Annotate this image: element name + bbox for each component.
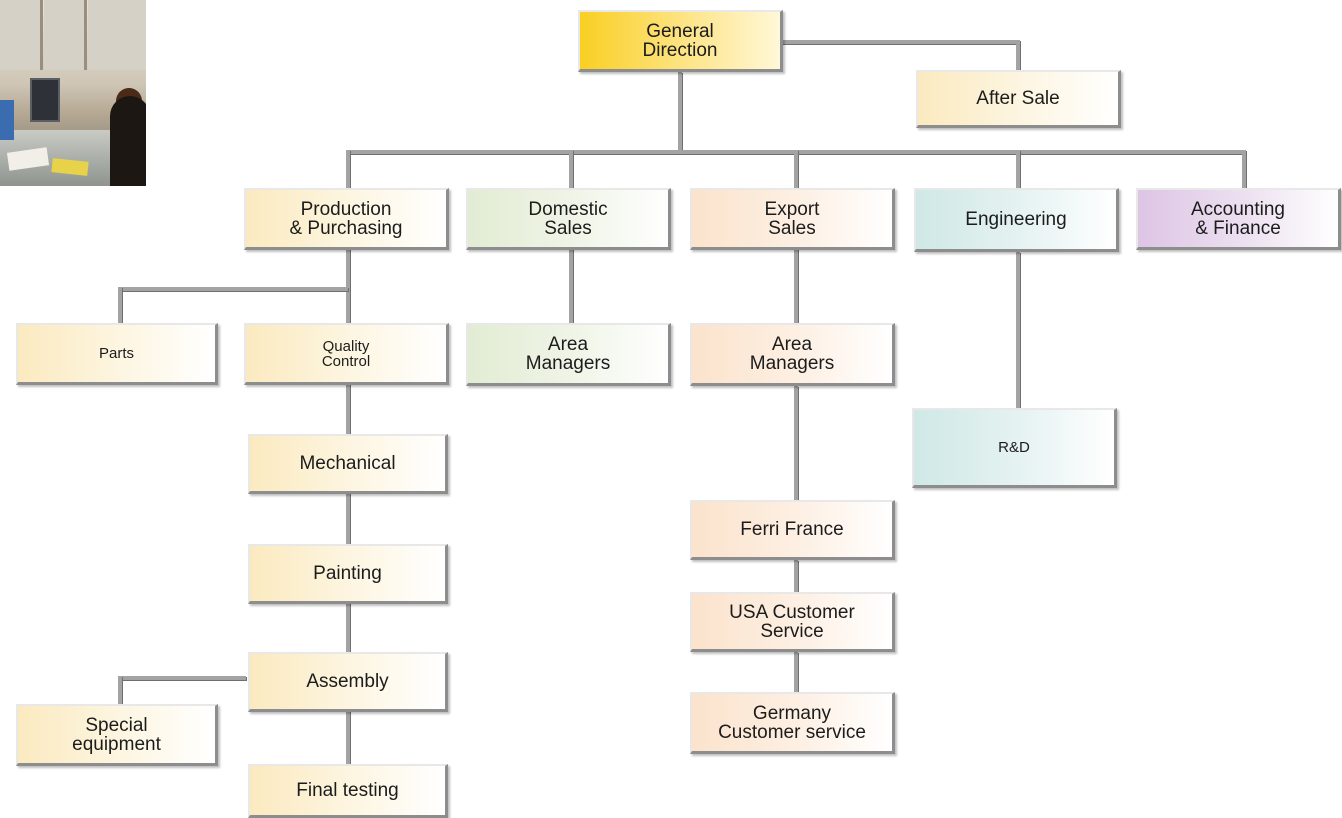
- connector: [118, 676, 122, 706]
- node-assembly: Assembly: [248, 652, 448, 712]
- connector: [1016, 252, 1020, 410]
- node-label: Export Sales: [764, 198, 820, 239]
- node-label: After Sale: [976, 88, 1060, 109]
- node-label: Germany Customer service: [718, 702, 866, 743]
- node-label: Assembly: [306, 671, 389, 692]
- node-germany-customer-service: Germany Customer service: [690, 692, 895, 754]
- node-label: Accounting & Finance: [1190, 198, 1285, 239]
- node-label: Painting: [313, 563, 382, 584]
- node-label: Domestic Sales: [528, 198, 608, 239]
- connector: [1016, 40, 1020, 70]
- connector: [346, 150, 350, 188]
- person: [110, 96, 146, 186]
- node-ferri-france: Ferri France: [690, 500, 895, 560]
- node-label: Ferri France: [740, 519, 844, 540]
- connector: [569, 248, 573, 324]
- connector: [794, 652, 798, 692]
- connector: [346, 710, 350, 766]
- node-label: Final testing: [296, 780, 399, 801]
- node-painting: Painting: [248, 544, 448, 604]
- connector: [118, 287, 122, 323]
- window-blind: [44, 0, 87, 70]
- node-final-testing: Final testing: [248, 764, 448, 818]
- connector: [118, 287, 348, 291]
- window-blind: [88, 0, 146, 70]
- node-engineering: Engineering: [914, 188, 1119, 252]
- connector: [794, 150, 798, 188]
- connector: [780, 40, 1020, 44]
- node-label: General Direction: [642, 20, 718, 61]
- node-general-direction: General Direction: [578, 10, 783, 72]
- connector: [794, 386, 798, 500]
- connector: [1016, 150, 1020, 188]
- node-accounting-finance: Accounting & Finance: [1136, 188, 1341, 250]
- node-mechanical: Mechanical: [248, 434, 448, 494]
- connector: [1242, 150, 1246, 188]
- node-label: R&D: [998, 439, 1030, 456]
- binder: [0, 100, 14, 140]
- node-label: Area Managers: [749, 334, 835, 374]
- monitor: [30, 78, 60, 122]
- node-usa-customer-service: USA Customer Service: [690, 592, 895, 652]
- node-domestic-sales: Domestic Sales: [466, 188, 671, 250]
- node-special-equipment: Special equipment: [16, 704, 218, 766]
- connector: [346, 384, 350, 436]
- connector: [346, 602, 350, 654]
- node-label: Quality Control: [321, 337, 371, 370]
- connector: [569, 150, 573, 188]
- node-label: Special equipment: [72, 714, 161, 755]
- connector: [678, 72, 682, 152]
- node-label: Area Managers: [525, 334, 611, 374]
- connector: [118, 676, 246, 680]
- connector: [346, 492, 350, 546]
- node-quality-control: Quality Control: [244, 323, 449, 385]
- node-production-purchasing: Production & Purchasing: [244, 188, 449, 250]
- node-label: USA Customer Service: [729, 601, 855, 642]
- node-label: Engineering: [965, 209, 1067, 230]
- node-label: Mechanical: [299, 453, 396, 474]
- node-after-sale: After Sale: [916, 70, 1121, 128]
- connector: [346, 248, 350, 324]
- node-label: Parts: [98, 345, 134, 362]
- connector: [794, 248, 798, 324]
- node-rd: R&D: [912, 408, 1117, 488]
- node-parts: Parts: [16, 323, 218, 385]
- node-export-area-managers: Area Managers: [690, 323, 895, 386]
- node-export-sales: Export Sales: [690, 188, 895, 250]
- office-photo: [0, 0, 146, 186]
- window-blind: [0, 0, 43, 70]
- node-label: Production & Purchasing: [289, 198, 403, 239]
- connector: [794, 560, 798, 592]
- node-domestic-area-managers: Area Managers: [466, 323, 671, 386]
